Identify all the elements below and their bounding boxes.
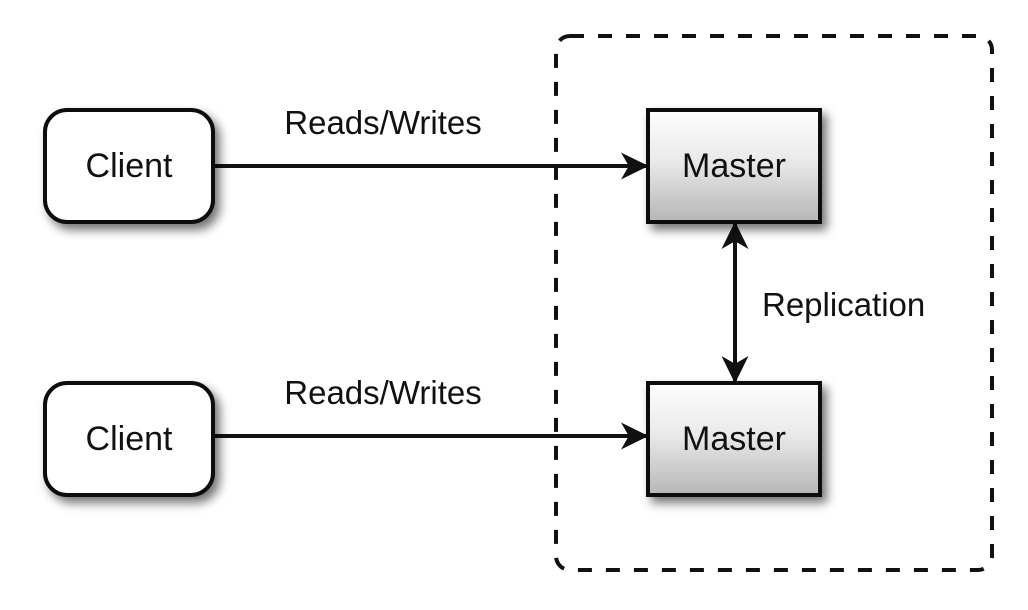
node-master-bottom[interactable]: Master [646, 381, 822, 497]
node-client-top[interactable]: Client [43, 108, 215, 224]
edge-layer [213, 152, 749, 450]
node-layer: Client Client Master Master [43, 108, 822, 497]
node-client-bottom[interactable]: Client [43, 381, 215, 497]
node-master-bottom-label: Master [682, 420, 786, 458]
edge-label-reads-writes-bottom: Reads/Writes [284, 374, 481, 411]
edge-label-layer: Reads/Writes Reads/Writes Replication [284, 104, 925, 411]
edge-label-reads-writes-top: Reads/Writes [284, 104, 481, 141]
node-client-top-label: Client [86, 147, 173, 185]
edge-label-replication: Replication [762, 286, 925, 323]
node-client-bottom-label: Client [86, 420, 173, 458]
node-master-top-label: Master [682, 147, 786, 185]
node-master-top[interactable]: Master [646, 108, 822, 224]
replication-cluster-boundary [554, 34, 994, 572]
